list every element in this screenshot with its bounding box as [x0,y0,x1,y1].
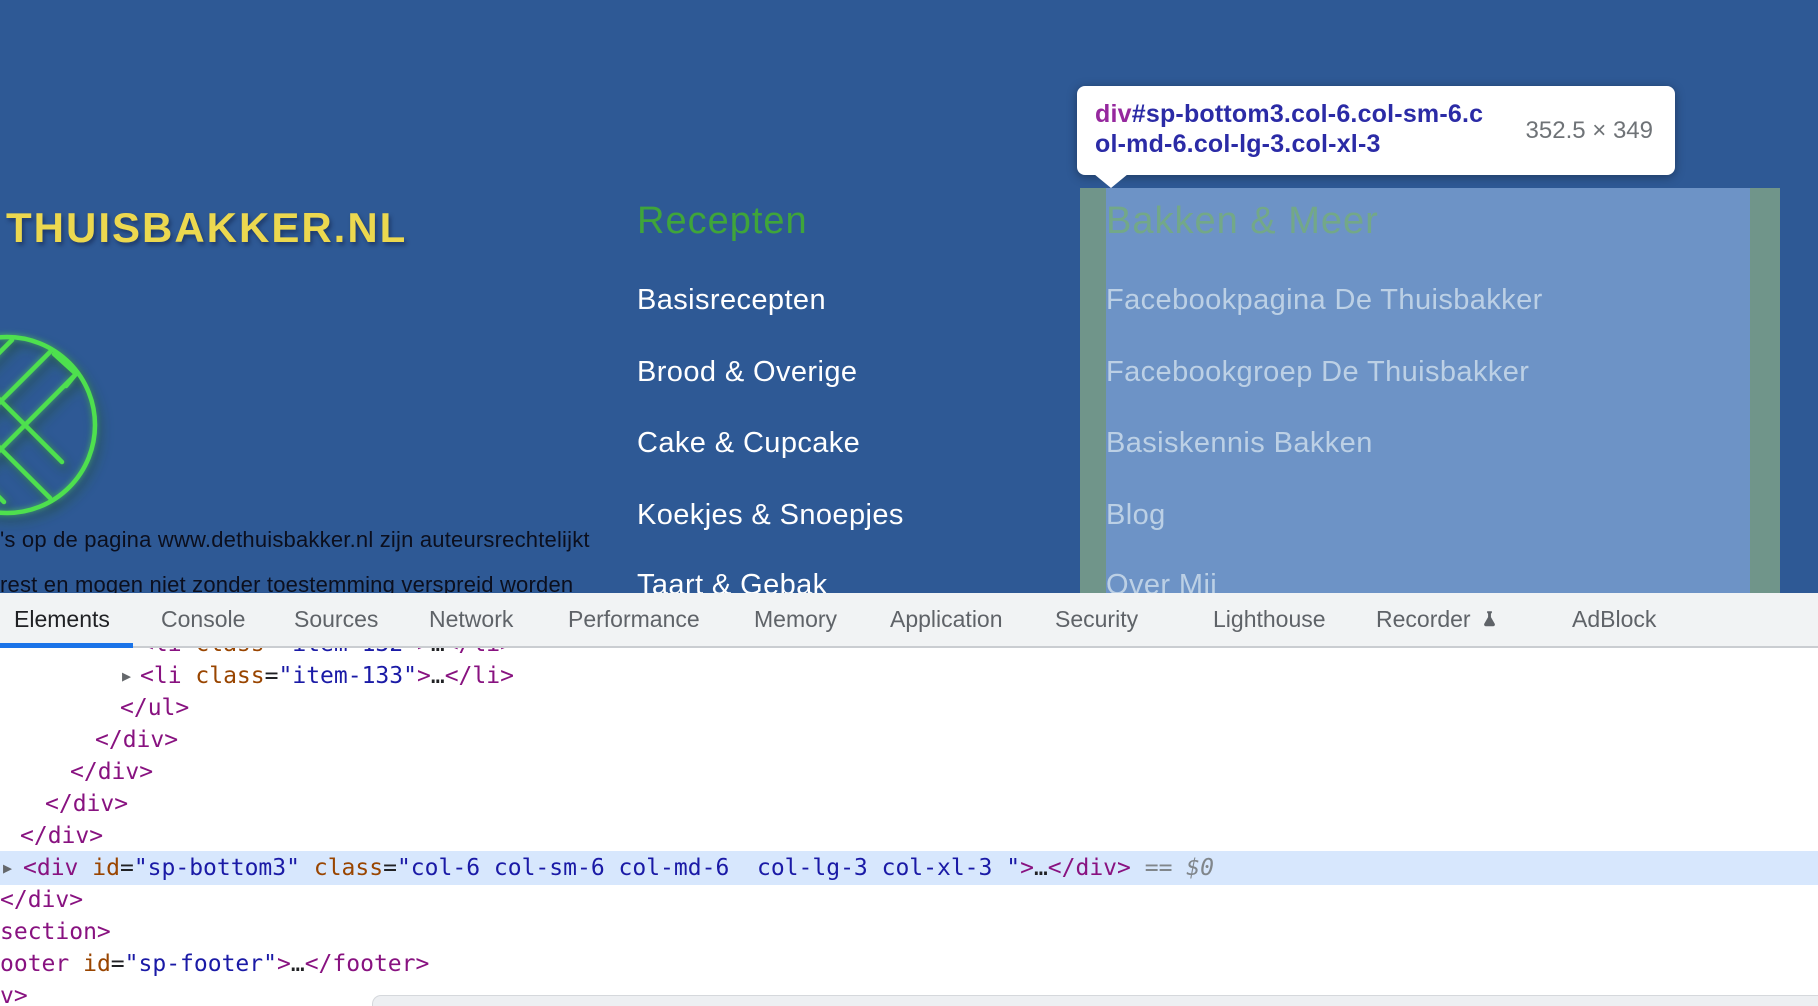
code-token-t: > [276,951,291,977]
copyright-text-line2: rest en mogen niet zonder toestemming ve… [0,572,574,593]
code-token-t: </div> [95,727,179,753]
devtools-tab-performance[interactable]: Performance [568,606,700,632]
code-token-v: "sp-footer" [124,951,277,977]
footer-link[interactable]: Facebookgroep De Thuisbakker [1106,356,1530,388]
dom-node-line[interactable]: </ul> [120,692,189,724]
code-token-p: = [264,663,279,689]
devtools-tab-elements[interactable]: Elements [14,606,110,632]
column-heading-recepten: Recepten [637,200,808,242]
dom-node-line[interactable]: ooter id="sp-footer">…</footer> [0,948,429,980]
inspect-tooltip-selector-line1: #sp-bottom3.col-6.col-sm-6.c [1131,100,1484,128]
footer-link[interactable]: Blog [1106,499,1166,531]
footer-link[interactable]: Facebookpagina De Thuisbakker [1106,284,1543,316]
devtools-tab-console[interactable]: Console [161,606,246,632]
dom-node-line[interactable]: <li class="item-132">…</li> [140,648,514,660]
code-token-v: "sp-bottom3" [133,855,300,881]
devtools-tab-recorder[interactable]: Recorder [1376,593,1499,646]
code-token-t: > [1020,855,1034,881]
dom-node-line[interactable]: </div> [95,724,178,756]
code-token-t: </footer> [304,951,430,977]
code-token-t: </li> [444,663,514,689]
code-token-v: "col-6 col-sm-6 col-md-6 col-lg-3 col-xl… [396,855,1021,881]
inspect-highlight-content [1106,188,1750,593]
dom-node-line[interactable]: <li class="item-133">…</li> [140,660,514,692]
code-token-p: … [431,648,445,657]
code-token-t: > [416,663,431,689]
expand-arrow-icon[interactable]: ▶ [122,667,132,685]
code-token-ca: class [195,663,265,689]
dom-node-line[interactable]: </div> [70,756,153,788]
active-tab-underline [0,643,133,648]
code-token-ca: id [92,855,120,881]
dom-node-line-selected[interactable]: <div id="sp-bottom3" class="col-6 col-sm… [23,852,1214,884]
expand-arrow-icon[interactable]: ▶ [3,859,13,877]
inspect-tooltip-dimensions: 352.5 × 349 [1525,117,1653,144]
footer-link[interactable]: Cake & Cupcake [637,427,861,459]
devtools-tab-bar: Elements Console Sources Network Performance… [0,593,1818,648]
whisk-logo-icon [0,334,98,516]
code-token-v: "item-132" [279,648,417,657]
code-token-t: > [417,648,431,657]
footer-link[interactable]: Taart & Gebak [637,569,828,593]
selected-node-row-highlight [0,851,1818,885]
code-token-t: </div> [45,791,129,817]
devtools-tab-adblock[interactable]: AdBlock [1572,606,1657,632]
inspect-tooltip-selector-line2: ol-md-6.col-lg-3.col-xl-3 [1095,130,1381,158]
footer-link[interactable]: Over Mij [1106,569,1218,593]
flask-icon [1483,611,1495,627]
devtools-tab-sources[interactable]: Sources [294,606,379,632]
devtools-panel: Elements Console Sources Network Performance… [0,593,1818,1006]
code-token-t: </div> [1047,855,1131,881]
code-token-p: = [110,951,125,977]
code-token-ca: class [195,648,264,657]
code-token-t: </ul> [120,695,190,721]
code-token-ca: id [83,951,111,977]
column-heading-bakken-meer: Bakken & Meer [1106,200,1379,242]
inspect-tooltip-tag: div [1095,100,1132,128]
code-token-g: == $0 [1130,855,1214,881]
code-token-t: <li [140,663,196,689]
dom-node-line[interactable]: </div> [0,884,83,916]
code-token-t: <li [140,648,195,657]
code-token-ca: class [313,855,384,881]
code-token-t: ooter [0,951,84,977]
dom-node-line[interactable]: v> [0,980,28,1006]
webpage-footer-region: THUISBAKKER.NL 's op de pagina www.dethu… [0,86,1780,593]
footer-link[interactable]: Basiskennis Bakken [1106,427,1373,459]
code-token-t: </li> [445,648,514,657]
code-token-t: </div> [0,887,84,913]
code-token-p: = [265,648,279,657]
code-token-p: … [1033,855,1048,881]
code-token-t: section> [0,919,111,945]
code-token-t: </div> [20,823,104,849]
code-token-p: … [430,663,445,689]
code-token-t: <div [23,855,93,881]
code-token-p: = [383,855,397,881]
site-logo-title: THUISBAKKER.NL [6,204,408,251]
footer-link[interactable]: Basisrecepten [637,284,826,316]
dom-node-line[interactable]: section> [0,916,111,948]
code-token-p [300,855,314,881]
elements-tree: <li class="item-132">…</li>▶<li class="i… [0,648,1818,1006]
footer-link[interactable]: Koekjes & Snoepjes [637,499,904,531]
code-token-p: … [290,951,305,977]
copyright-text-line1: 's op de pagina www.dethuisbakker.nl zij… [0,527,590,552]
footer-link[interactable]: Brood & Overige [637,356,858,388]
code-token-t: </div> [70,759,154,785]
code-token-v: "item-133" [278,663,417,689]
code-token-p: = [119,855,134,881]
devtools-tab-network[interactable]: Network [429,606,514,632]
devtools-tab-memory[interactable]: Memory [754,606,838,632]
devtools-tab-application[interactable]: Application [890,606,1003,632]
dom-node-line[interactable]: </div> [20,820,103,852]
dom-node-line[interactable]: </div> [45,788,128,820]
bottom-scrollbar-strip[interactable] [372,995,1818,1006]
devtools-tab-security[interactable]: Security [1055,606,1139,632]
devtools-tab-lighthouse[interactable]: Lighthouse [1213,606,1326,632]
code-token-t: v> [0,983,28,1006]
